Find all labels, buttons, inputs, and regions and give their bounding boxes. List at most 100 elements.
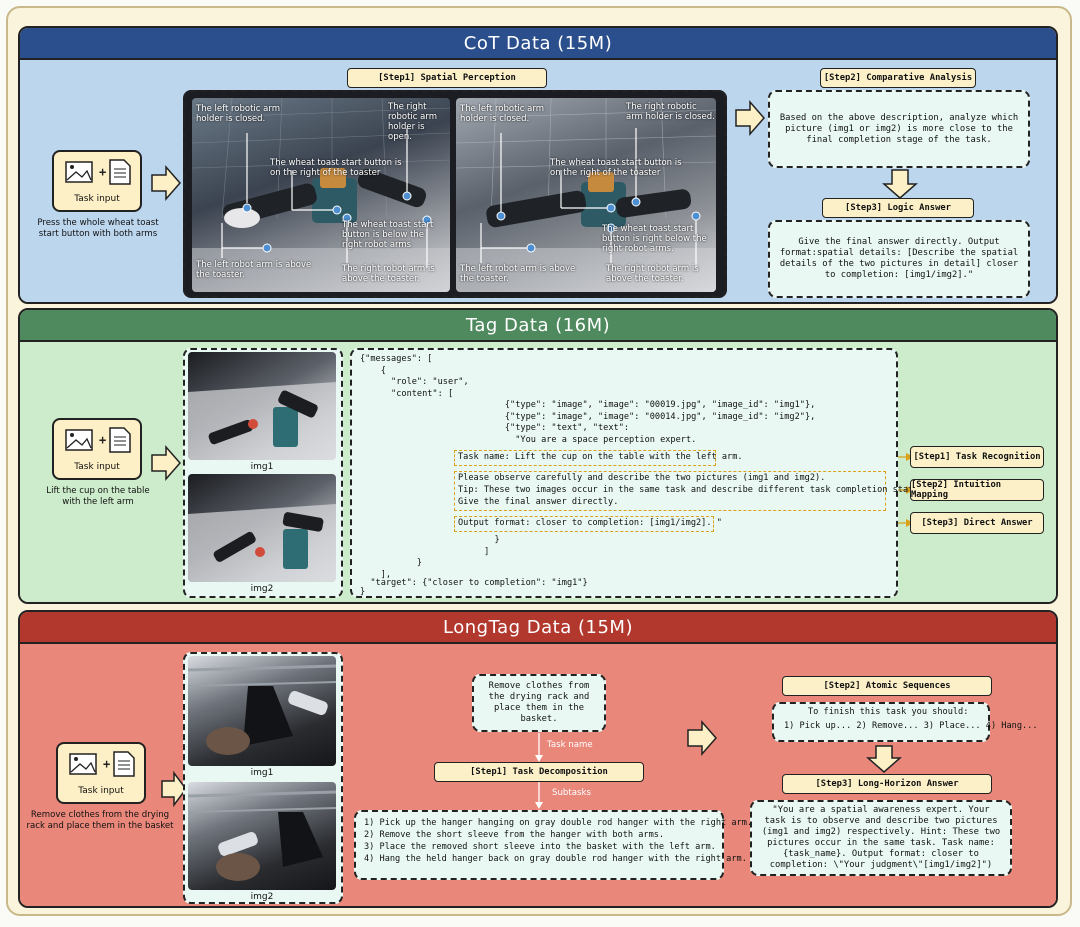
cot-photo-img2-drawing (456, 98, 716, 292)
cot-img2-ann-button-right: The wheat toast start button is on the r… (550, 158, 682, 178)
tag-code-end-6: } (360, 587, 366, 597)
cot-img1-ann-button-right: The wheat toast start button is on the r… (270, 158, 402, 178)
cot-step3-label: [Step3] Logic Answer (822, 198, 974, 218)
longtag-subtasks-label: Subtasks (552, 788, 591, 798)
cot-img2-ann-left-arm: The left robot arm is above the toaster. (460, 264, 576, 284)
cot-img1-ann-right-holder: The right robotic arm holder is open. (388, 102, 438, 142)
tag-img1-label: img1 (250, 462, 274, 472)
tag-photo-img1-drawing (188, 382, 336, 460)
svg-text:+: + (99, 165, 106, 179)
cot-task-text: Press the whole wheat toast start button… (37, 218, 159, 239)
tag-step1-box: [Step1] Task Recognition (910, 446, 1044, 468)
tag-code-end-4: ], (360, 569, 392, 580)
tag-code-line-7: {"type": "text", "text": (360, 423, 630, 433)
tag-code-observe-line-3: Give the final answer directly. (458, 497, 619, 507)
longtag-task-label: Task input (78, 786, 124, 796)
tag-task-input-card: + Task input (52, 418, 142, 480)
tag-highlight-observe (454, 471, 886, 511)
tag-code-end-2: ] (360, 546, 490, 557)
tag-code-line-3: "role": "user", (360, 377, 469, 387)
longtag-photo-img2-drawing (188, 790, 336, 881)
cot-task-label: Task input (74, 194, 120, 204)
cot-photo-img1-drawing (192, 98, 450, 292)
longtag-subtask-3: 3) Place the removed short sleeve into t… (364, 842, 716, 852)
cot-photo-img1: The left robotic arm holder is closed. T… (192, 98, 450, 292)
longtag-subtasks-box (354, 810, 724, 880)
cot-step2-label: [Step2] Comparative Analysis (820, 68, 976, 88)
tag-code-end-3: } (360, 558, 423, 568)
longtag-photo-img1 (188, 656, 336, 766)
longtag-step3-label: [Step3] Long-Horizon Answer (782, 774, 992, 794)
tag-step2-box: [Step2] Intuition Mapping (910, 479, 1044, 501)
cot-img1-ann-button-below: The wheat toast start button is below th… (342, 220, 434, 250)
tag-highlight-task (454, 450, 716, 466)
cot-step1-label: [Step1] Spatial Perception (347, 68, 547, 88)
longtag-task-text: Remove clothes from the drying rack and … (26, 810, 174, 831)
longtag-section: LongTag Data (15M) + Task input Remove c… (18, 610, 1058, 908)
longtag-photo-img2 (188, 782, 336, 890)
cot-img1-ann-right-arm: The right robot arm is above the toaster… (342, 264, 435, 284)
longtag-step3-text: "You are a spatial awareness expert. You… (750, 800, 1012, 876)
tag-code-line-6: {"type": "image", "image": "00014.jpg", … (360, 411, 816, 422)
cot-img2-ann-left-holder: The left robotic arm holder is closed. (460, 104, 544, 124)
tag-step3-box: [Step3] Direct Answer (910, 512, 1044, 534)
longtag-arrows (161, 720, 902, 809)
tag-title: Tag Data (16M) (20, 310, 1056, 342)
longtag-body: + Task input Remove clothes from the dry… (20, 644, 1056, 906)
tag-code-output-line: Output format: closer to completion: [im… (458, 518, 722, 528)
longtag-step2-text-1: To finish this task you should: (808, 707, 969, 717)
longtag-subtask-1: 1) Pick up the hanger hanging on gray do… (364, 818, 753, 828)
image-plus-document-icon: + (65, 159, 131, 185)
longtag-img1-label: img1 (250, 768, 274, 778)
cot-photo-img2: The left robotic arm holder is closed. T… (456, 98, 716, 292)
longtag-title: LongTag Data (15M) (20, 612, 1056, 644)
tag-code-observe-line-1: Please observe carefully and describe th… (458, 473, 826, 483)
cot-body: + Task input Press the whole wheat toast… (20, 60, 1056, 302)
longtag-task-name-label: Task name (547, 740, 593, 750)
longtag-step2-label: [Step2] Atomic Sequences (782, 676, 992, 696)
tag-json-frame (350, 348, 898, 598)
tag-photo-img2 (188, 474, 336, 582)
cot-img1-ann-left-arm: The left robot arm is above the toaster. (196, 260, 312, 280)
tag-task-label: Task input (74, 462, 120, 472)
image-plus-document-icon: + (69, 751, 135, 777)
tag-code-line-8: "You are a space perception expert. (360, 434, 697, 445)
cot-img1-ann-left-holder: The left robotic arm holder is closed. (196, 104, 280, 124)
tag-section: Tag Data (16M) + Task input Lift the cup… (18, 308, 1058, 604)
longtag-img2-label: img2 (250, 892, 274, 902)
cot-section: CoT Data (15M) + Task input Press the wh… (18, 26, 1058, 304)
cot-img2-ann-button-below: The wheat toast start button is right be… (602, 224, 707, 254)
svg-text:+: + (99, 433, 106, 447)
tag-photo-img2-drawing (188, 504, 336, 582)
longtag-task-input-card: + Task input (56, 742, 146, 804)
tag-code-end-1: } (360, 535, 500, 545)
longtag-photo-img1-drawing (188, 664, 336, 755)
cot-img2-ann-right-holder: The right robotic arm holder is closed. (626, 102, 715, 122)
tag-task-text: Lift the cup on the table with the left … (46, 486, 150, 507)
cot-img2-ann-right-arm: The right robot arm is above the toaster… (606, 264, 699, 284)
tag-photo-img1 (188, 352, 336, 460)
longtag-task-box: Remove clothes from the drying rack and … (472, 674, 606, 732)
cot-task-input-card: + Task input (52, 150, 142, 212)
tag-code-line-2: { (360, 365, 386, 376)
tag-code-observe-line-2: Tip: These two images occur in the same … (458, 485, 940, 495)
cot-arrows (151, 100, 918, 201)
svg-text:+: + (103, 757, 110, 771)
cot-title: CoT Data (15M) (20, 28, 1056, 60)
tag-code-task-line: Task name: Lift the cup on the table wit… (458, 452, 743, 462)
cot-step2-text: Based on the above description, analyze … (768, 90, 1030, 168)
cot-step3-text: Give the final answer directly. Output f… (768, 220, 1030, 298)
longtag-subtask-4: 4) Hang the held hanger back on gray dou… (364, 854, 747, 864)
tag-code-end-5: "target": {"closer to completion": "img1… (360, 578, 588, 588)
longtag-step1-label: [Step1] Task Decomposition (434, 762, 644, 782)
tag-code-line-5: {"type": "image", "image": "00019.jpg", … (360, 400, 816, 410)
tag-highlight-output (454, 516, 714, 532)
longtag-step2-text-2: 1) Pick up... 2) Remove... 3) Place... 4… (784, 721, 1038, 731)
tag-code-line-4: "content": [ (360, 388, 454, 399)
tag-code-line-1: {"messages": [ (360, 354, 433, 364)
tag-img2-label: img2 (250, 584, 274, 594)
longtag-step2-box (772, 702, 990, 742)
tag-body: + Task input Lift the cup on the table w… (20, 342, 1056, 602)
longtag-subtask-2: 2) Remove the short sleeve from the hang… (364, 830, 665, 840)
image-plus-document-icon: + (65, 427, 131, 453)
